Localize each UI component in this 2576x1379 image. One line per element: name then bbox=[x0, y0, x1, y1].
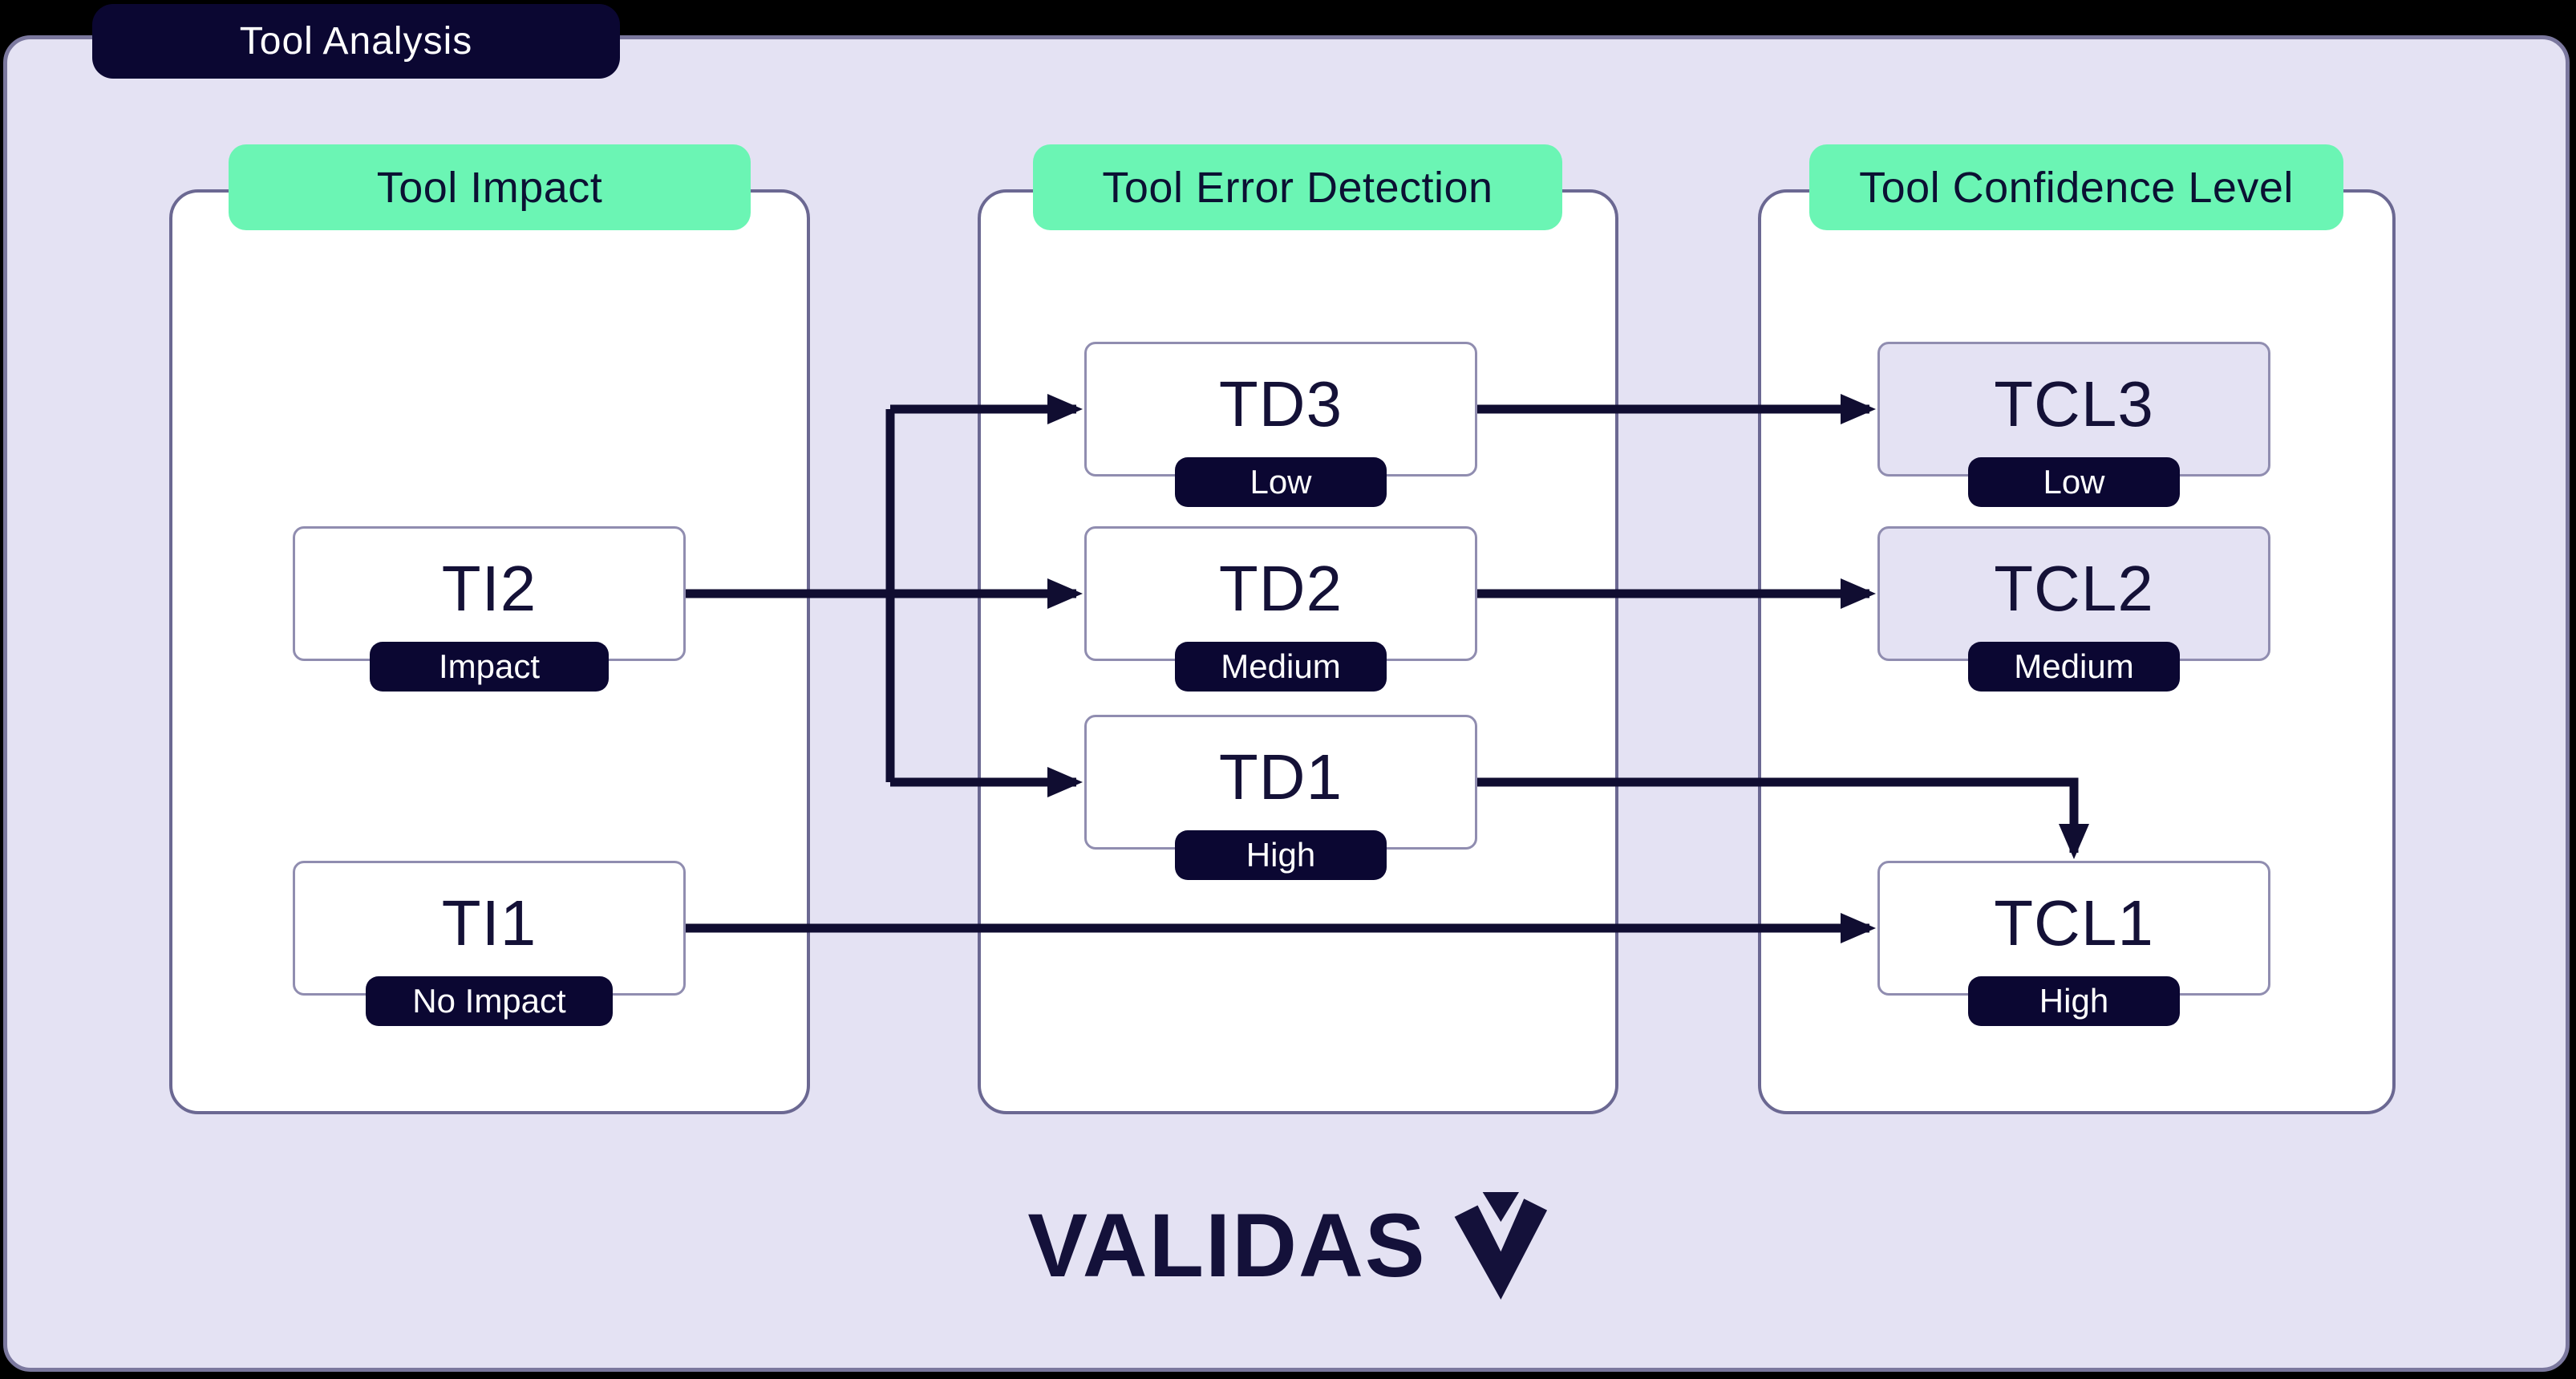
badge-label: Medium bbox=[1221, 647, 1341, 685]
node-label: TD1 bbox=[1218, 741, 1343, 813]
node-TI2: TI2 Impact bbox=[293, 526, 686, 692]
node-label: TCL1 bbox=[1994, 887, 2154, 959]
header-label: Tool Confidence Level bbox=[1859, 163, 2294, 212]
node-badge: Low bbox=[1175, 457, 1387, 507]
header-tool-impact: Tool Impact bbox=[229, 144, 751, 230]
badge-label: Medium bbox=[2014, 647, 2134, 685]
node-TCL1: TCL1 High bbox=[1877, 861, 2270, 1026]
node-badge: Low bbox=[1968, 457, 2180, 507]
badge-label: No Impact bbox=[412, 982, 566, 1020]
node-label: TD3 bbox=[1218, 368, 1343, 440]
node-badge: High bbox=[1968, 976, 2180, 1026]
node-label: TI1 bbox=[441, 887, 537, 959]
edge-TD1-TCL1 bbox=[1477, 777, 2089, 859]
header-label: Tool Error Detection bbox=[1102, 163, 1493, 212]
node-label: TCL3 bbox=[1994, 368, 2154, 440]
badge-label: Low bbox=[1250, 463, 1312, 501]
node-TD2: TD2 Medium bbox=[1084, 526, 1477, 692]
badge-label: Low bbox=[2043, 463, 2105, 501]
node-TI1: TI1 No Impact bbox=[293, 861, 686, 1026]
node-badge: High bbox=[1175, 830, 1387, 880]
node-label: TI2 bbox=[441, 553, 537, 624]
node-label: TD2 bbox=[1218, 553, 1343, 624]
node-badge: Impact bbox=[370, 642, 609, 692]
node-badge: Medium bbox=[1968, 642, 2180, 692]
badge-label: Impact bbox=[438, 647, 541, 685]
badge-label: High bbox=[1245, 836, 1316, 874]
node-badge: No Impact bbox=[366, 976, 613, 1026]
node-TD3: TD3 Low bbox=[1084, 342, 1477, 507]
title-tab: Tool Analysis bbox=[92, 4, 620, 79]
badge-label: High bbox=[2039, 982, 2109, 1020]
header-tool-confidence-level: Tool Confidence Level bbox=[1809, 144, 2343, 230]
node-badge: Medium bbox=[1175, 642, 1387, 692]
node-TCL2: TCL2 Medium bbox=[1877, 526, 2270, 692]
header-tool-error-detection: Tool Error Detection bbox=[1033, 144, 1562, 230]
node-label: TCL2 bbox=[1994, 553, 2154, 624]
validas-logo: VALIDAS bbox=[1027, 1192, 1548, 1300]
validas-v-icon bbox=[1454, 1192, 1548, 1300]
node-TCL3: TCL3 Low bbox=[1877, 342, 2270, 507]
header-label: Tool Impact bbox=[376, 163, 603, 212]
page-title: Tool Analysis bbox=[239, 20, 473, 63]
node-TD1: TD1 High bbox=[1084, 715, 1477, 880]
logo-wordmark: VALIDAS bbox=[1027, 1195, 1427, 1296]
